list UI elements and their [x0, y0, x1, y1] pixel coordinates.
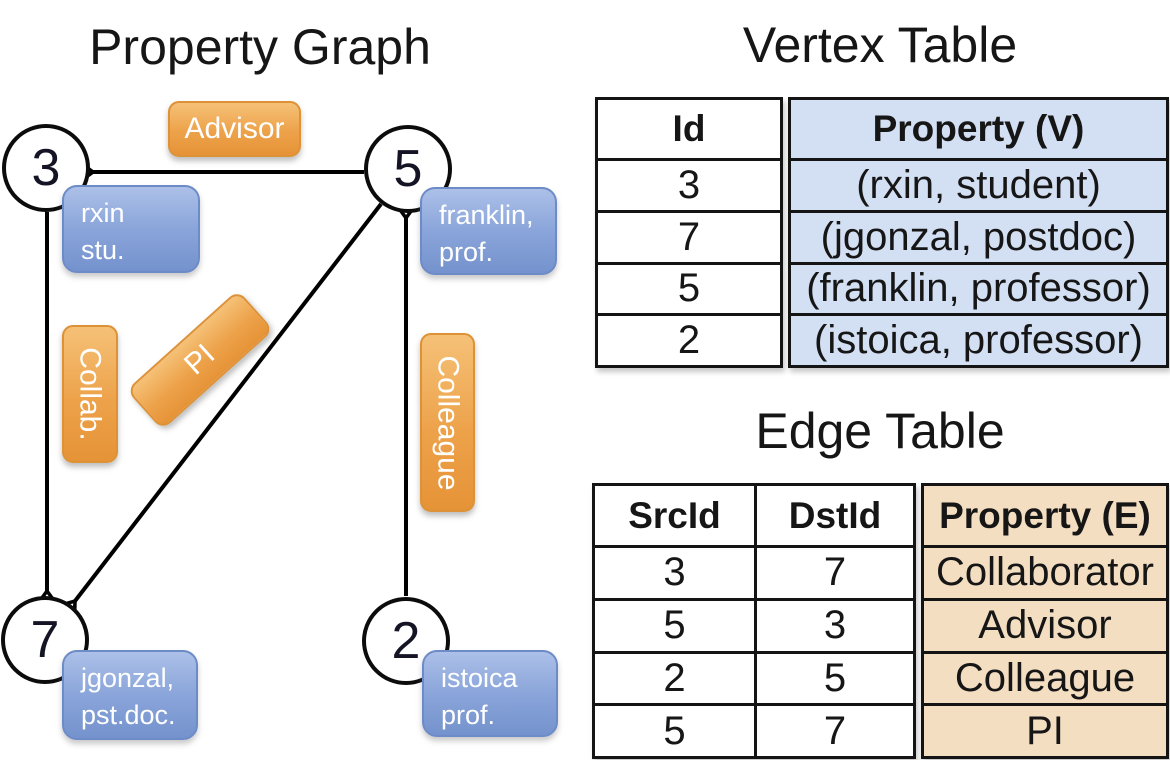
property-box-franklin: franklin, prof.	[420, 187, 557, 275]
property-box-istoica: istoica prof.	[422, 650, 558, 737]
property-box-line: franklin,	[439, 200, 534, 230]
edge-label-advisor: Advisor	[168, 101, 301, 157]
edge-table-title: Edge Table	[755, 403, 1005, 459]
property-graph-title: Property Graph	[89, 19, 431, 75]
property-box-line: jgonzal,	[81, 663, 175, 693]
vertex-table-cell: (istoica, professor)	[791, 313, 1166, 365]
edge-table-cell: 5	[595, 597, 754, 651]
edge-pi-line	[60, 202, 383, 617]
edge-table-cell: 5	[595, 703, 754, 756]
edge-table-cell: Collaborator	[924, 545, 1166, 598]
edge-table-cell: Advisor	[924, 597, 1166, 651]
property-box-line: rxin	[81, 198, 125, 228]
vertex-table-title: Vertex Table	[742, 17, 1018, 73]
edge-table-cell: 3	[595, 545, 754, 598]
property-box-line: pst.doc.	[81, 700, 176, 730]
edge-table-id-columns: SrcId DstId 3 7 5 3 2 5 5 7	[592, 483, 916, 759]
vertex-table-cell: (jgonzal, postdoc)	[791, 209, 1166, 262]
vertex-table-cell: 5	[598, 261, 780, 314]
vertex-table-cell: 7	[598, 209, 780, 262]
edge-table-header-dstid: DstId	[754, 486, 913, 545]
vertex-table-header-id: Id	[672, 108, 706, 149]
property-box-line: prof.	[439, 237, 494, 267]
edge-table-cell: PI	[924, 703, 1166, 756]
vertex-table-cell: 2	[598, 313, 780, 365]
edge-table-cell: Colleague	[924, 650, 1166, 704]
property-box-line: prof.	[441, 700, 496, 730]
property-box-line: stu.	[81, 235, 125, 265]
edge-table-cell: 5	[754, 650, 913, 704]
node-7-id: 7	[30, 611, 60, 669]
edge-table-cell: 7	[754, 545, 913, 598]
node-5-id: 5	[393, 140, 423, 198]
edge-label-colleague: Colleague	[420, 333, 475, 512]
edge-table-cell: 7	[754, 703, 913, 756]
vertex-table-cell: (franklin, professor)	[791, 261, 1166, 314]
graph-node-2: 2	[362, 597, 450, 685]
node-3-id: 3	[31, 139, 61, 197]
property-box-jgonzal: jgonzal, pst.doc.	[62, 650, 198, 740]
edge-label-collab-text: Collab.	[74, 347, 108, 441]
vertex-table-id-column: Id 3 7 5 2	[595, 97, 783, 368]
edge-table-header-property: Property (E)	[939, 494, 1151, 536]
vertex-table-cell: (rxin, student)	[791, 158, 1166, 210]
vertex-table-header-property: Property (V)	[872, 108, 1085, 149]
vertex-table-property-column: Property (V) (rxin, student) (jgonzal, p…	[788, 97, 1169, 368]
edge-label-collab: Collab.	[62, 325, 118, 463]
property-box-rxin: rxin stu.	[62, 185, 200, 273]
edge-table-cell: 3	[754, 597, 913, 651]
edge-label-colleague-text: Colleague	[431, 354, 465, 491]
edge-table-cell: 2	[595, 650, 754, 704]
edge-table-property-column: Property (E) Collaborator Advisor Collea…	[921, 483, 1169, 759]
node-2-id: 2	[391, 612, 421, 670]
graph-edges	[37, 162, 416, 617]
edge-table-header-srcid: SrcId	[628, 494, 721, 536]
vertex-table-cell: 3	[598, 158, 780, 210]
property-box-line: istoica	[441, 663, 518, 693]
